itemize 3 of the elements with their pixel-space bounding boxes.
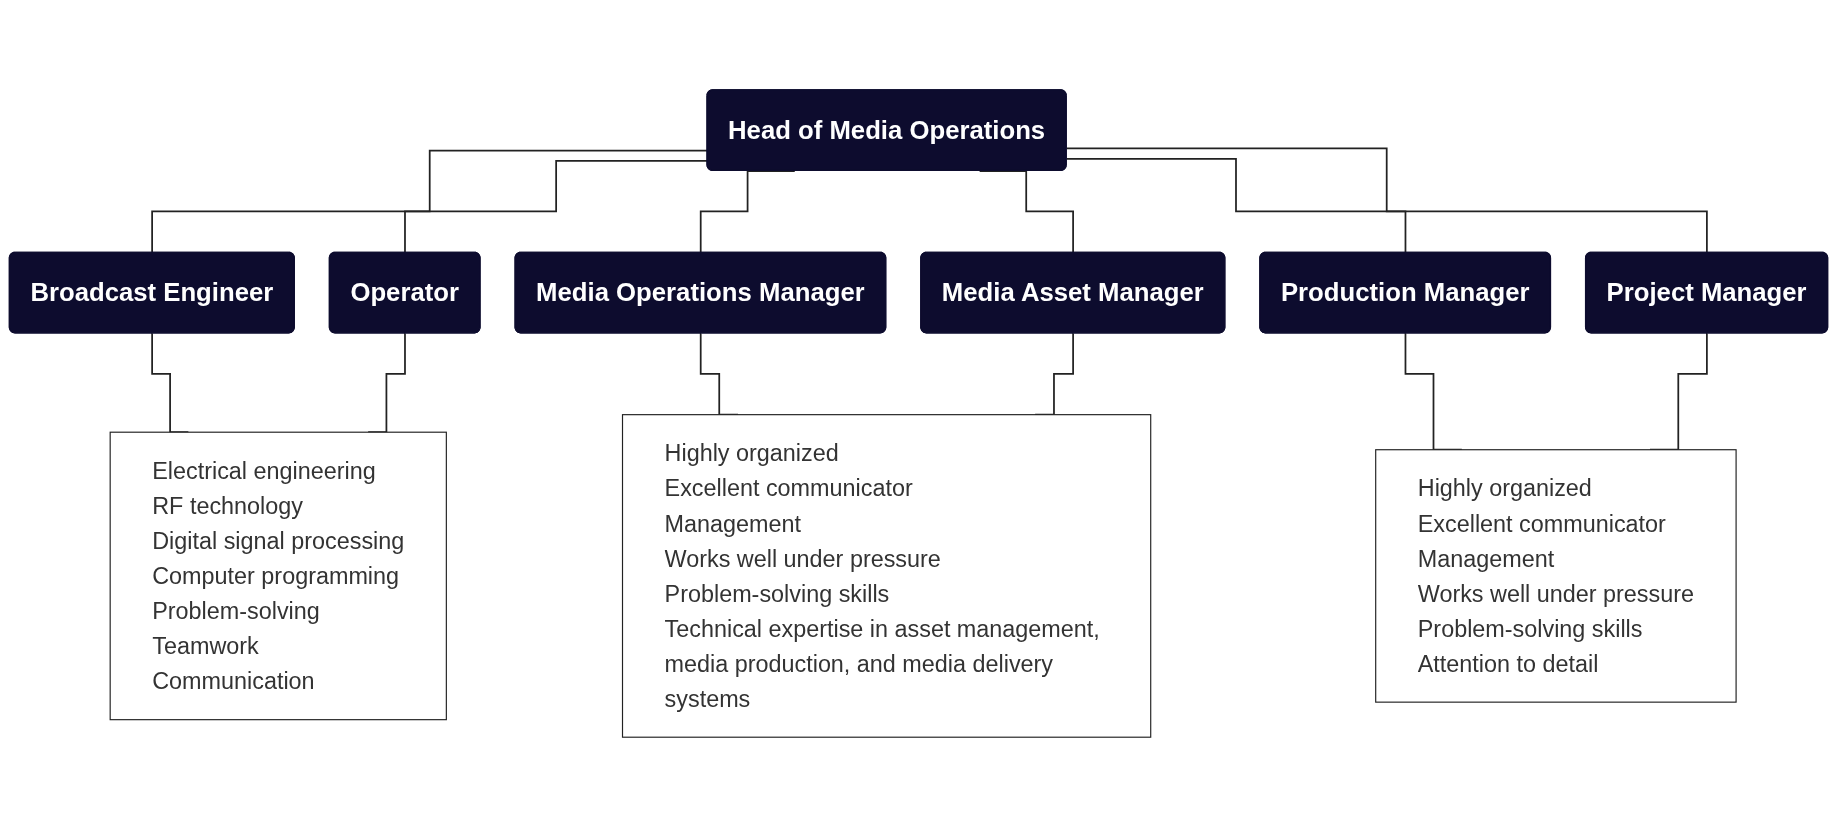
node-box: Electrical engineering RF technology Digital signal processing Computer programming Problem-solving Teamwork Communication <box>109 431 447 721</box>
node-box: Highly organized Excellent communicator Management Works well under pressure Problem-solving skills Attention to detail <box>1375 449 1737 703</box>
node-box: Highly organized Excellent communicator Management Works well under pressure Problem-solving skills Technical expertise in asset management, media production, and media delivery systems <box>621 414 1152 738</box>
